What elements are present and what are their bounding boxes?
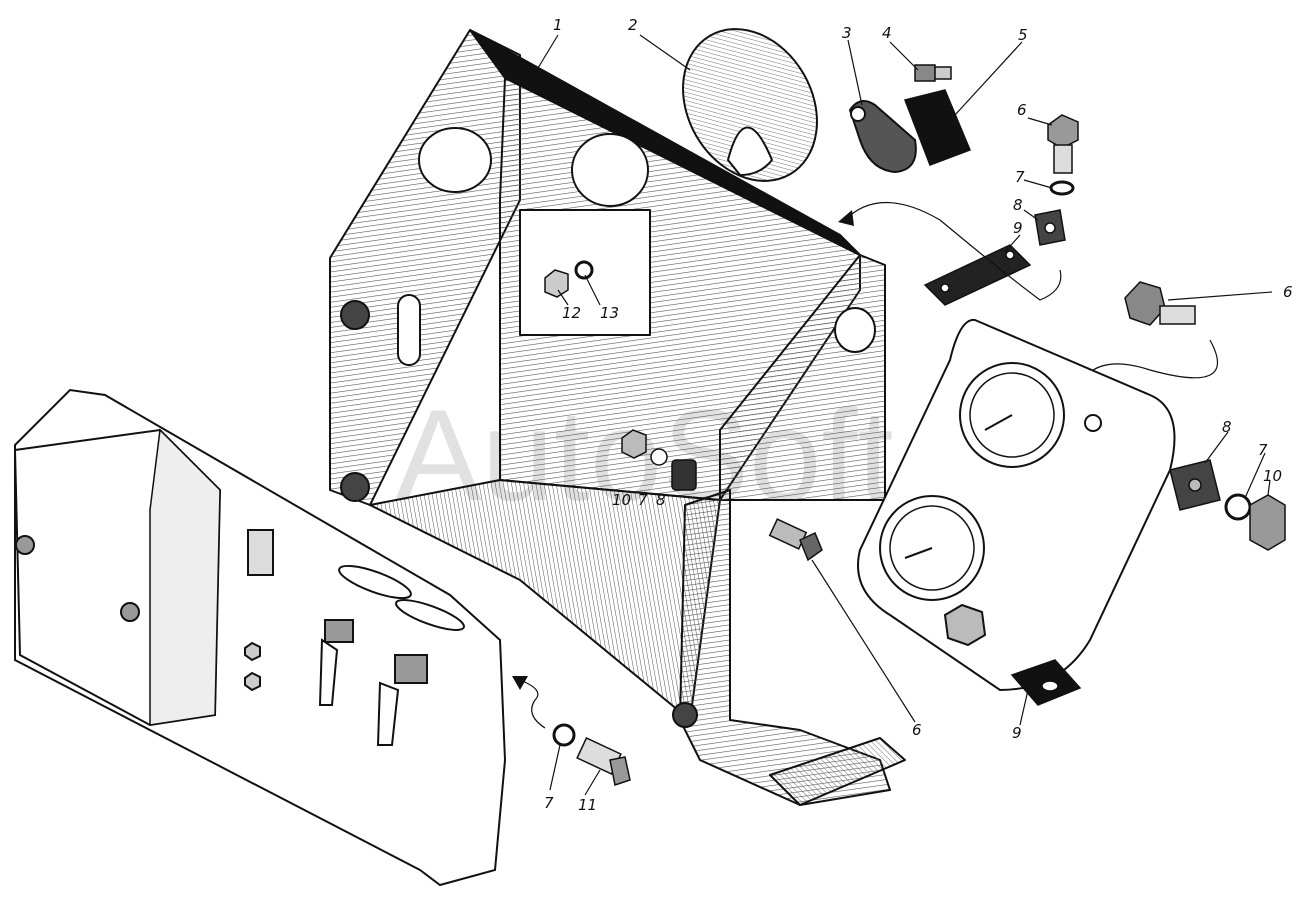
- callout-7b: 7: [638, 491, 648, 509]
- arrow-top: [838, 210, 854, 226]
- callout-12: 12: [562, 304, 581, 322]
- gauge-panel: [857, 318, 1176, 692]
- small-switch: [247, 529, 274, 576]
- slot-1: [338, 564, 412, 600]
- callout-2: 2: [628, 16, 638, 34]
- washer-7-top: [1049, 180, 1075, 196]
- washer-7-right: [1224, 493, 1252, 521]
- callout-labels: 1 2 3 4 5 6 7 8 9 6 12 13 10 7 8 8 7 10 …: [544, 16, 1293, 814]
- indicator-lamp: [1084, 414, 1102, 432]
- lever-1: [318, 638, 339, 706]
- washer-13: [574, 260, 594, 280]
- callout-13: 13: [600, 304, 619, 322]
- callout-7a: 7: [1015, 168, 1025, 186]
- plate-screw: [15, 535, 35, 555]
- hex-plug: [943, 603, 987, 647]
- toggle-2: [394, 654, 428, 684]
- strap-plate-9: [923, 244, 1032, 306]
- callout-6a: 6: [1017, 101, 1027, 119]
- nut-12: [544, 269, 569, 298]
- callout-8c: 8: [1222, 418, 1232, 436]
- callout-6c: 6: [912, 721, 922, 739]
- callout-8b: 8: [656, 491, 666, 509]
- nut-10-right: [1249, 494, 1286, 551]
- callout-10a: 10: [612, 491, 631, 509]
- instrument-panel-housing: [329, 29, 906, 806]
- clamp: [848, 100, 917, 174]
- callout-6b: 6: [1283, 283, 1293, 301]
- callout-11: 11: [578, 796, 597, 814]
- strap-9-bottom: [1010, 659, 1082, 706]
- bolt-6-lower: [768, 518, 823, 562]
- lever-2: [376, 681, 400, 746]
- callout-3: 3: [842, 24, 852, 42]
- callout-9a: 9: [1013, 219, 1023, 237]
- callout-8a: 8: [1013, 196, 1023, 214]
- ground-wire-lower: [519, 679, 546, 729]
- toggle-1: [324, 619, 354, 643]
- hex-nut-a: [244, 641, 261, 662]
- leader-lines: [537, 34, 1273, 796]
- rubber-pad: [903, 89, 971, 166]
- relay-box-screw: [120, 602, 140, 622]
- arrow-lower: [512, 676, 528, 690]
- clip-8-right: [1169, 459, 1221, 511]
- switch-plate: [13, 388, 507, 887]
- nut-washer-clip-group-center: [621, 429, 697, 491]
- ground-wire-top: [844, 202, 1062, 301]
- callout-5: 5: [1018, 26, 1028, 44]
- washer-7-lower: [552, 723, 576, 747]
- gauge-bottom: [879, 495, 985, 601]
- bolt-6-top: [1047, 114, 1079, 174]
- callout-1: 1: [553, 16, 563, 34]
- hex-nut-b: [244, 671, 261, 692]
- bolt-6-right: [1124, 281, 1196, 326]
- callout-4: 4: [882, 24, 892, 42]
- round-cover-plate: [682, 28, 818, 182]
- callout-7c: 7: [1258, 441, 1268, 459]
- slot-2: [395, 599, 465, 631]
- gauge-top: [959, 362, 1065, 468]
- bolt-4: [914, 64, 952, 82]
- callout-9b: 9: [1012, 724, 1022, 742]
- clip-8-top: [1034, 209, 1066, 246]
- callout-10b: 10: [1263, 467, 1282, 485]
- callout-7d: 7: [544, 794, 554, 812]
- bolt-11: [576, 737, 631, 786]
